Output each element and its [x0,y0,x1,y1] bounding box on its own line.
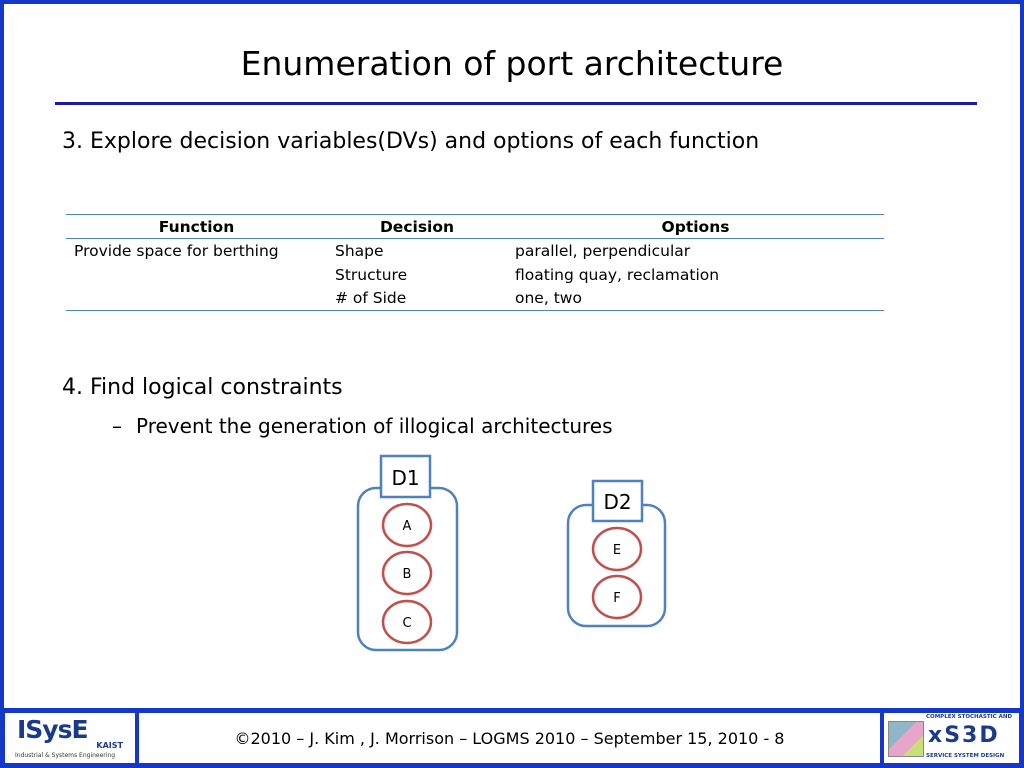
logo-bottom: SERVICE SYSTEM DESIGN [926,753,1005,759]
col-decision: Decision [327,214,507,239]
option-a [381,502,433,548]
title-rule [55,102,977,105]
logo-top: COMPLEX STOCHASTIC AND [926,714,1013,720]
cell: parallel, perpendicular [515,241,691,260]
option-c [381,599,433,645]
group-d2: D2 E F [566,479,667,628]
xs3d-logo: COMPLEX STOCHASTIC AND xS3D SERVICE SYST… [884,713,1019,763]
bullet: –Prevent the generation of illogical arc… [112,414,627,438]
option-a-label: A [403,519,412,534]
slide-title: Enumeration of port architecture [240,44,784,83]
step-4-heading: 4. Find logical constraints [62,375,343,400]
d2-label: D2 [603,490,631,514]
dv-table: Function Decision Options Provide space … [66,214,884,311]
option-b [381,550,433,596]
d1-label: D1 [391,466,419,490]
cell: Structure [335,265,408,284]
dash: – [112,414,122,438]
table-row: Provide space for berthing Shape parallel,… [66,239,884,263]
logo-sub: KAIST [96,741,123,750]
logo-main: ISysE [17,715,89,744]
option-b-label: B [403,567,412,582]
cell: floating quay, reclamation [515,265,720,284]
col-options: Options [507,214,884,239]
cell [66,286,327,311]
logo-main: xS3D [928,723,1000,748]
isyse-logo: ISysE KAIST Industrial & Systems Enginee… [5,713,135,763]
bullet-text: Prevent the generation of illogical arch… [136,414,613,438]
cell: Provide space for berthing [74,241,279,260]
footer-text-box: ©2010 – J. Kim , J. Morrison – LOGMS 201… [139,713,880,763]
option-e-label: E [613,543,621,558]
option-f-label: F [613,591,620,606]
cell: # of Side [327,286,507,311]
option-e [591,526,643,572]
cube-icon [888,721,924,757]
footer: ISysE KAIST Industrial & Systems Enginee… [0,708,1024,768]
cell: Shape [335,241,384,260]
logo-caption: Industrial & Systems Engineering [15,752,116,759]
group-d1: D1 A B C [356,454,459,652]
table-row: Structure floating quay, reclamation [66,263,884,287]
option-f [591,574,643,620]
cell: one, two [507,286,884,311]
step-3-heading: 3. Explore decision variables(DVs) and o… [62,129,760,154]
option-c-label: C [402,616,411,631]
col-function: Function [66,214,327,239]
footer-text: ©2010 – J. Kim , J. Morrison – LOGMS 201… [234,729,785,748]
